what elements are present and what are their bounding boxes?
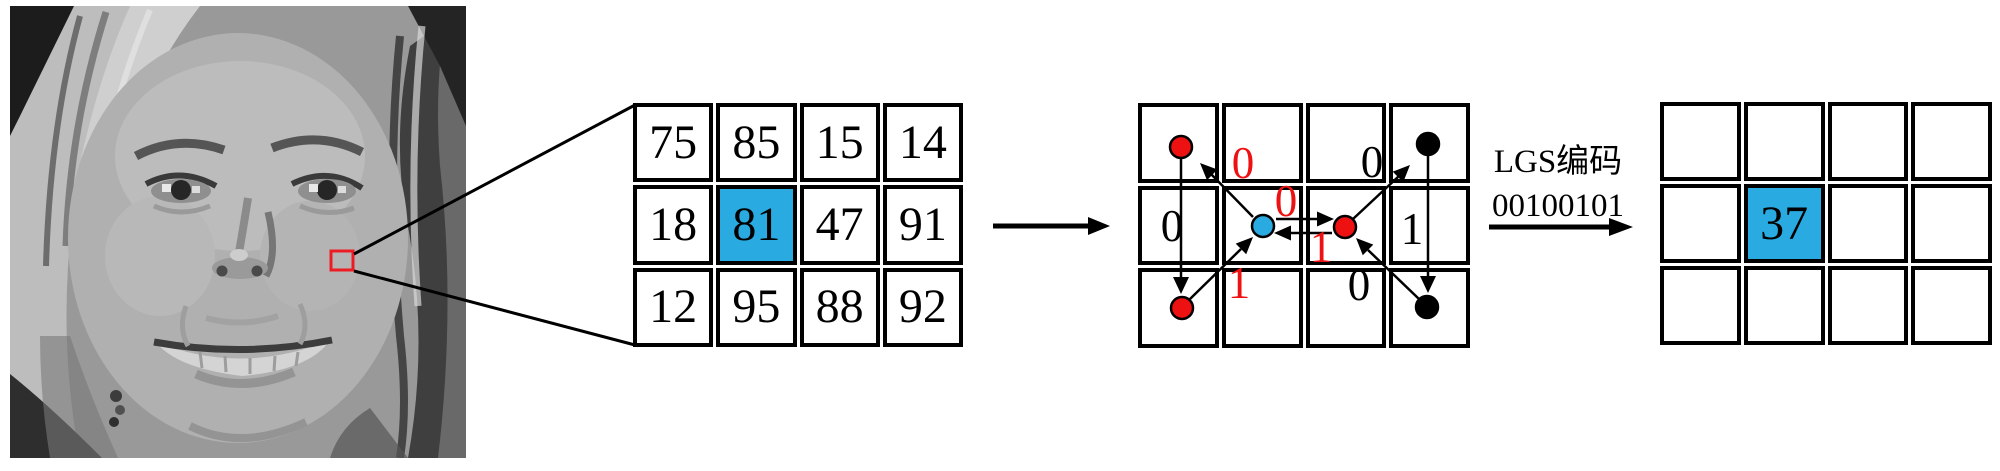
graph-cell bbox=[1389, 103, 1470, 183]
output-cell bbox=[1660, 266, 1741, 345]
lgs-encoding-title: LGS编码 bbox=[1493, 144, 1623, 180]
output-cell bbox=[1911, 266, 1992, 345]
nose-highlight bbox=[230, 249, 248, 261]
lgs-encoding-label: LGS编码 00100101 bbox=[1478, 140, 1638, 228]
center-pixel-cell-highlighted: 81 bbox=[716, 185, 797, 265]
teeth bbox=[156, 340, 330, 376]
pixel-cell: 15 bbox=[799, 103, 880, 183]
pixel-cell: 12 bbox=[633, 267, 714, 347]
hair-corner-dark-right bbox=[408, 6, 466, 126]
graph-cell bbox=[1221, 185, 1303, 266]
pixel-cell: 14 bbox=[882, 103, 963, 183]
lower-lip bbox=[194, 367, 296, 389]
output-cell-highlighted: 37 bbox=[1743, 184, 1825, 263]
under-eye-right bbox=[298, 203, 355, 215]
hair-corner-dark-left bbox=[10, 6, 74, 136]
graph-cell bbox=[1305, 268, 1387, 348]
eyelid-left bbox=[144, 172, 218, 189]
graph-cell bbox=[1138, 185, 1219, 266]
graph-cell bbox=[1389, 268, 1470, 348]
earring bbox=[110, 390, 122, 402]
upper-lip-shade bbox=[205, 313, 279, 326]
graph-cell bbox=[1221, 103, 1303, 183]
graph-structure-grid bbox=[1138, 103, 1470, 348]
eye-glint bbox=[309, 184, 318, 192]
input-pixel-grid: 75 85 15 14 18 81 47 91 12 95 88 92 bbox=[633, 103, 963, 347]
output-cell bbox=[1660, 184, 1741, 263]
pixel-cell: 47 bbox=[799, 185, 880, 265]
cheek-left bbox=[105, 196, 215, 316]
face-image bbox=[10, 6, 466, 458]
eye-glint bbox=[338, 186, 346, 193]
output-cell bbox=[1827, 184, 1909, 263]
hair-bottom-left bbox=[40, 336, 118, 458]
graph-cell bbox=[1305, 103, 1387, 183]
iris-right bbox=[317, 180, 337, 200]
eyebrow-right bbox=[270, 135, 365, 157]
graph-cell bbox=[1138, 103, 1219, 183]
output-cell bbox=[1911, 184, 1992, 263]
graph-cell bbox=[1305, 185, 1387, 266]
output-cell bbox=[1743, 102, 1825, 181]
earring bbox=[115, 405, 125, 415]
eye-glint bbox=[162, 184, 171, 192]
pixel-cell: 85 bbox=[716, 103, 797, 183]
chin-shadow bbox=[188, 418, 308, 442]
graph-cell bbox=[1221, 268, 1303, 348]
pixel-cell: 91 bbox=[882, 185, 963, 265]
eyebrow-left bbox=[133, 138, 226, 161]
pixel-cell: 92 bbox=[882, 267, 963, 347]
pixel-cell: 18 bbox=[633, 185, 714, 265]
upper-lip-line bbox=[153, 336, 333, 353]
output-cell bbox=[1660, 102, 1741, 181]
output-cell bbox=[1827, 266, 1909, 345]
flow-arrow-icon bbox=[993, 217, 1110, 235]
output-cell bbox=[1743, 266, 1825, 345]
smile-line-right bbox=[297, 302, 308, 346]
hair-streak bbox=[43, 15, 83, 267]
teeth-gaps bbox=[198, 351, 300, 374]
nose-shadow bbox=[262, 211, 277, 278]
eye-glint bbox=[192, 186, 200, 193]
nostril-right bbox=[251, 265, 263, 277]
neck-shadow bbox=[330, 408, 408, 458]
nostril-left bbox=[216, 265, 228, 277]
flow-arrow-head bbox=[1088, 217, 1110, 235]
pixel-cell: 75 bbox=[633, 103, 714, 183]
lgs-encoding-code: 00100101 bbox=[1492, 188, 1624, 224]
earring bbox=[109, 417, 119, 427]
under-eye-left bbox=[152, 203, 211, 215]
iris-left bbox=[171, 180, 191, 200]
output-cell bbox=[1827, 102, 1909, 181]
graph-cell bbox=[1389, 185, 1470, 266]
smile-line-left bbox=[180, 305, 191, 348]
output-cell bbox=[1911, 102, 1992, 181]
pixel-cell: 88 bbox=[799, 267, 880, 347]
graph-cell bbox=[1138, 268, 1219, 348]
cheek-right bbox=[260, 201, 360, 311]
pixel-cell: 95 bbox=[716, 267, 797, 347]
hair-streak bbox=[62, 10, 110, 247]
output-code-grid: 37 bbox=[1660, 102, 1992, 345]
